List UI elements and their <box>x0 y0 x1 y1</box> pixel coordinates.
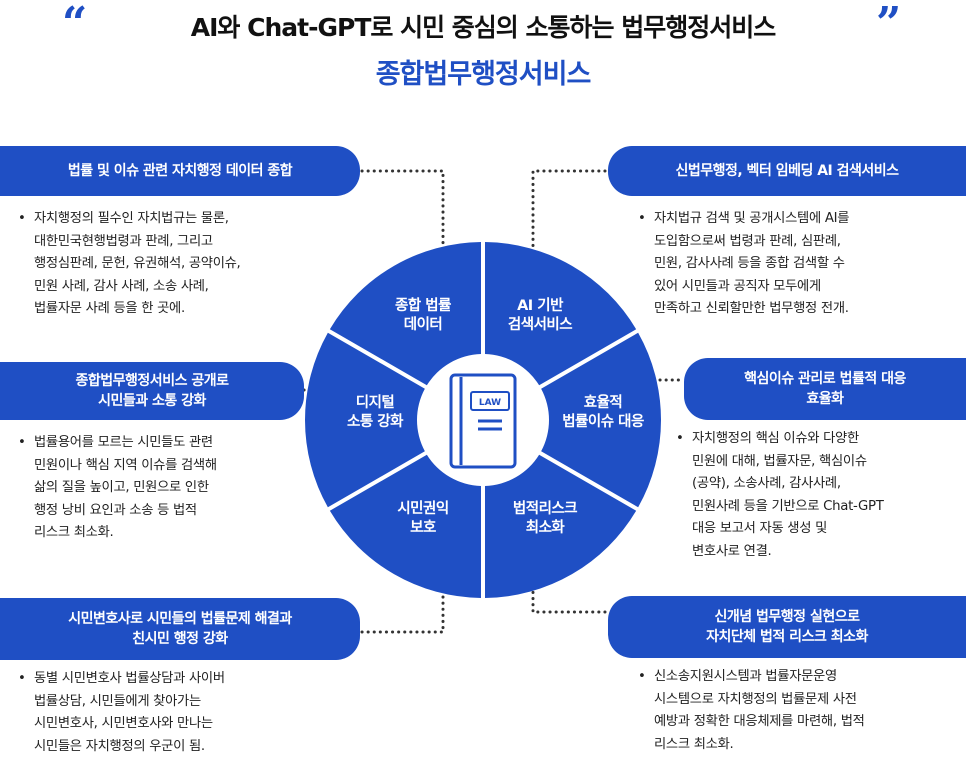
desc-line: (공약), 소송사례, 감사사례, <box>692 476 841 491</box>
desc-line: 행정심판례, 문헌, 유권해석, 공약이슈, <box>34 256 241 271</box>
page-title: AI와 Chat-GPT로 시민 중심의 소통하는 법무행정서비스 <box>190 13 776 42</box>
bullet: • <box>638 211 646 226</box>
desc-line: 만족하고 신뢰할만한 법무행정 전개. <box>654 301 849 316</box>
desc-line: 동별 시민변호사 법률상담과 사이버 <box>34 671 225 686</box>
page-subtitle: 종합법무행정서비스 <box>375 59 592 90</box>
bullet: • <box>676 431 684 446</box>
desc-line: 행정 낭비 요인과 소송 등 법적 <box>34 502 197 518</box>
segment-efficient-response <box>541 332 662 508</box>
desc-line: 민원 사례, 감사 사례, 소송 사례, <box>34 278 209 294</box>
card-desc-new-legal-admin: • 신소송지원시스템과 법률자문운영 시스템으로 자치행정의 법률문제 사전 예… <box>638 666 963 756</box>
segment-digital-comm <box>305 332 425 508</box>
desc-line: 대응 보고서 자동 생성 및 <box>692 521 828 536</box>
desc-line: 시민들은 자치행정의 우군이 됨. <box>34 738 205 754</box>
desc-line: 민원, 감사사례 등을 종합 검색할 수 <box>654 256 845 271</box>
card-desc-issue-management: • 자치행정의 핵심 이슈와 다양한 민원에 대해, 법률자문, 핵심이슈 (공… <box>676 428 962 563</box>
desc-line: 민원이나 핵심 지역 이슈를 검색해 <box>34 457 217 473</box>
connector-right3 <box>531 538 607 614</box>
desc-line: 변호사로 연결. <box>692 543 772 559</box>
desc-line: 있어 시민들과 공직자 모두에게 <box>654 278 821 294</box>
desc-line: 시스템으로 자치행정의 법률문제 사전 <box>654 691 857 707</box>
law-badge <box>470 391 510 411</box>
segment-ai-search <box>484 242 637 386</box>
segment-risk-minimize <box>484 454 637 598</box>
card-desc-ai-search: • 자치법규 검색 및 공개시스템에 AI를 도입함으로써 법령과 판례, 심판… <box>638 208 958 321</box>
desc-line: 삶의 질을 높이고, 민원으로 인한 <box>34 480 209 495</box>
open-quote-icon: “ <box>62 0 88 49</box>
card-title-legal-data: 법률 및 이슈 관련 자치행정 데이터 종합 <box>0 146 360 196</box>
desc-line: 도입함으로써 법령과 판례, 심판례, <box>654 233 841 249</box>
segment-legal-data <box>329 242 482 386</box>
bullet: • <box>638 669 646 684</box>
law-book-icon: LAW <box>449 373 517 469</box>
card-desc-citizen-lawyer: • 동별 시민변호사 법률상담과 사이버 법률상담, 시민들에게 찾아가는 시민… <box>18 668 338 758</box>
close-quote-icon: ” <box>876 0 902 49</box>
bullet: • <box>18 211 26 226</box>
desc-line: 예방과 정확한 대응체제를 마련해, 법적 <box>654 714 865 729</box>
desc-line: 대한민국현행법령과 판례, 그리고 <box>34 233 213 249</box>
desc-line: 리스크 최소화. <box>34 525 114 540</box>
desc-line: 법률용어를 모르는 시민들도 관련 <box>34 435 213 450</box>
desc-line: 리스크 최소화. <box>654 736 734 752</box>
desc-line: 민원에 대해, 법률자문, 핵심이슈 <box>692 453 867 469</box>
bullet: • <box>18 671 26 686</box>
desc-line: 시민변호사, 시민변호사와 만나는 <box>34 716 213 731</box>
desc-line: 자치법규 검색 및 공개시스템에 AI를 <box>654 211 850 226</box>
desc-line: 법률자문 사례 등을 한 곳에. <box>34 301 185 316</box>
bullet: • <box>18 435 26 450</box>
desc-line: 법률상담, 시민들에게 찾아가는 <box>34 693 201 709</box>
law-badge-text: LAW <box>479 398 501 408</box>
connector-right1 <box>531 169 607 280</box>
segment-citizen-rights <box>329 454 482 598</box>
desc-line: 자치행정의 핵심 이슈와 다양한 <box>692 431 859 446</box>
desc-line: 신소송지원시스템과 법률자문운영 <box>654 669 837 684</box>
card-desc-legal-data: • 자치행정의 필수인 자치법규는 물론, 대한민국현행법령과 판례, 그리고 … <box>18 208 338 321</box>
card-desc-public-service: • 법률용어를 모르는 시민들도 관련 민원이나 핵심 지역 이슈를 검색해 삶… <box>18 432 318 545</box>
desc-line: 자치행정의 필수인 자치법규는 물론, <box>34 211 229 226</box>
desc-line: 민원사례 등을 기반으로 Chat-GPT <box>692 498 884 514</box>
connector-left1 <box>360 169 445 280</box>
card-title-ai-search: 신법무행정, 벡터 임베딩 AI 검색서비스 <box>608 146 966 196</box>
